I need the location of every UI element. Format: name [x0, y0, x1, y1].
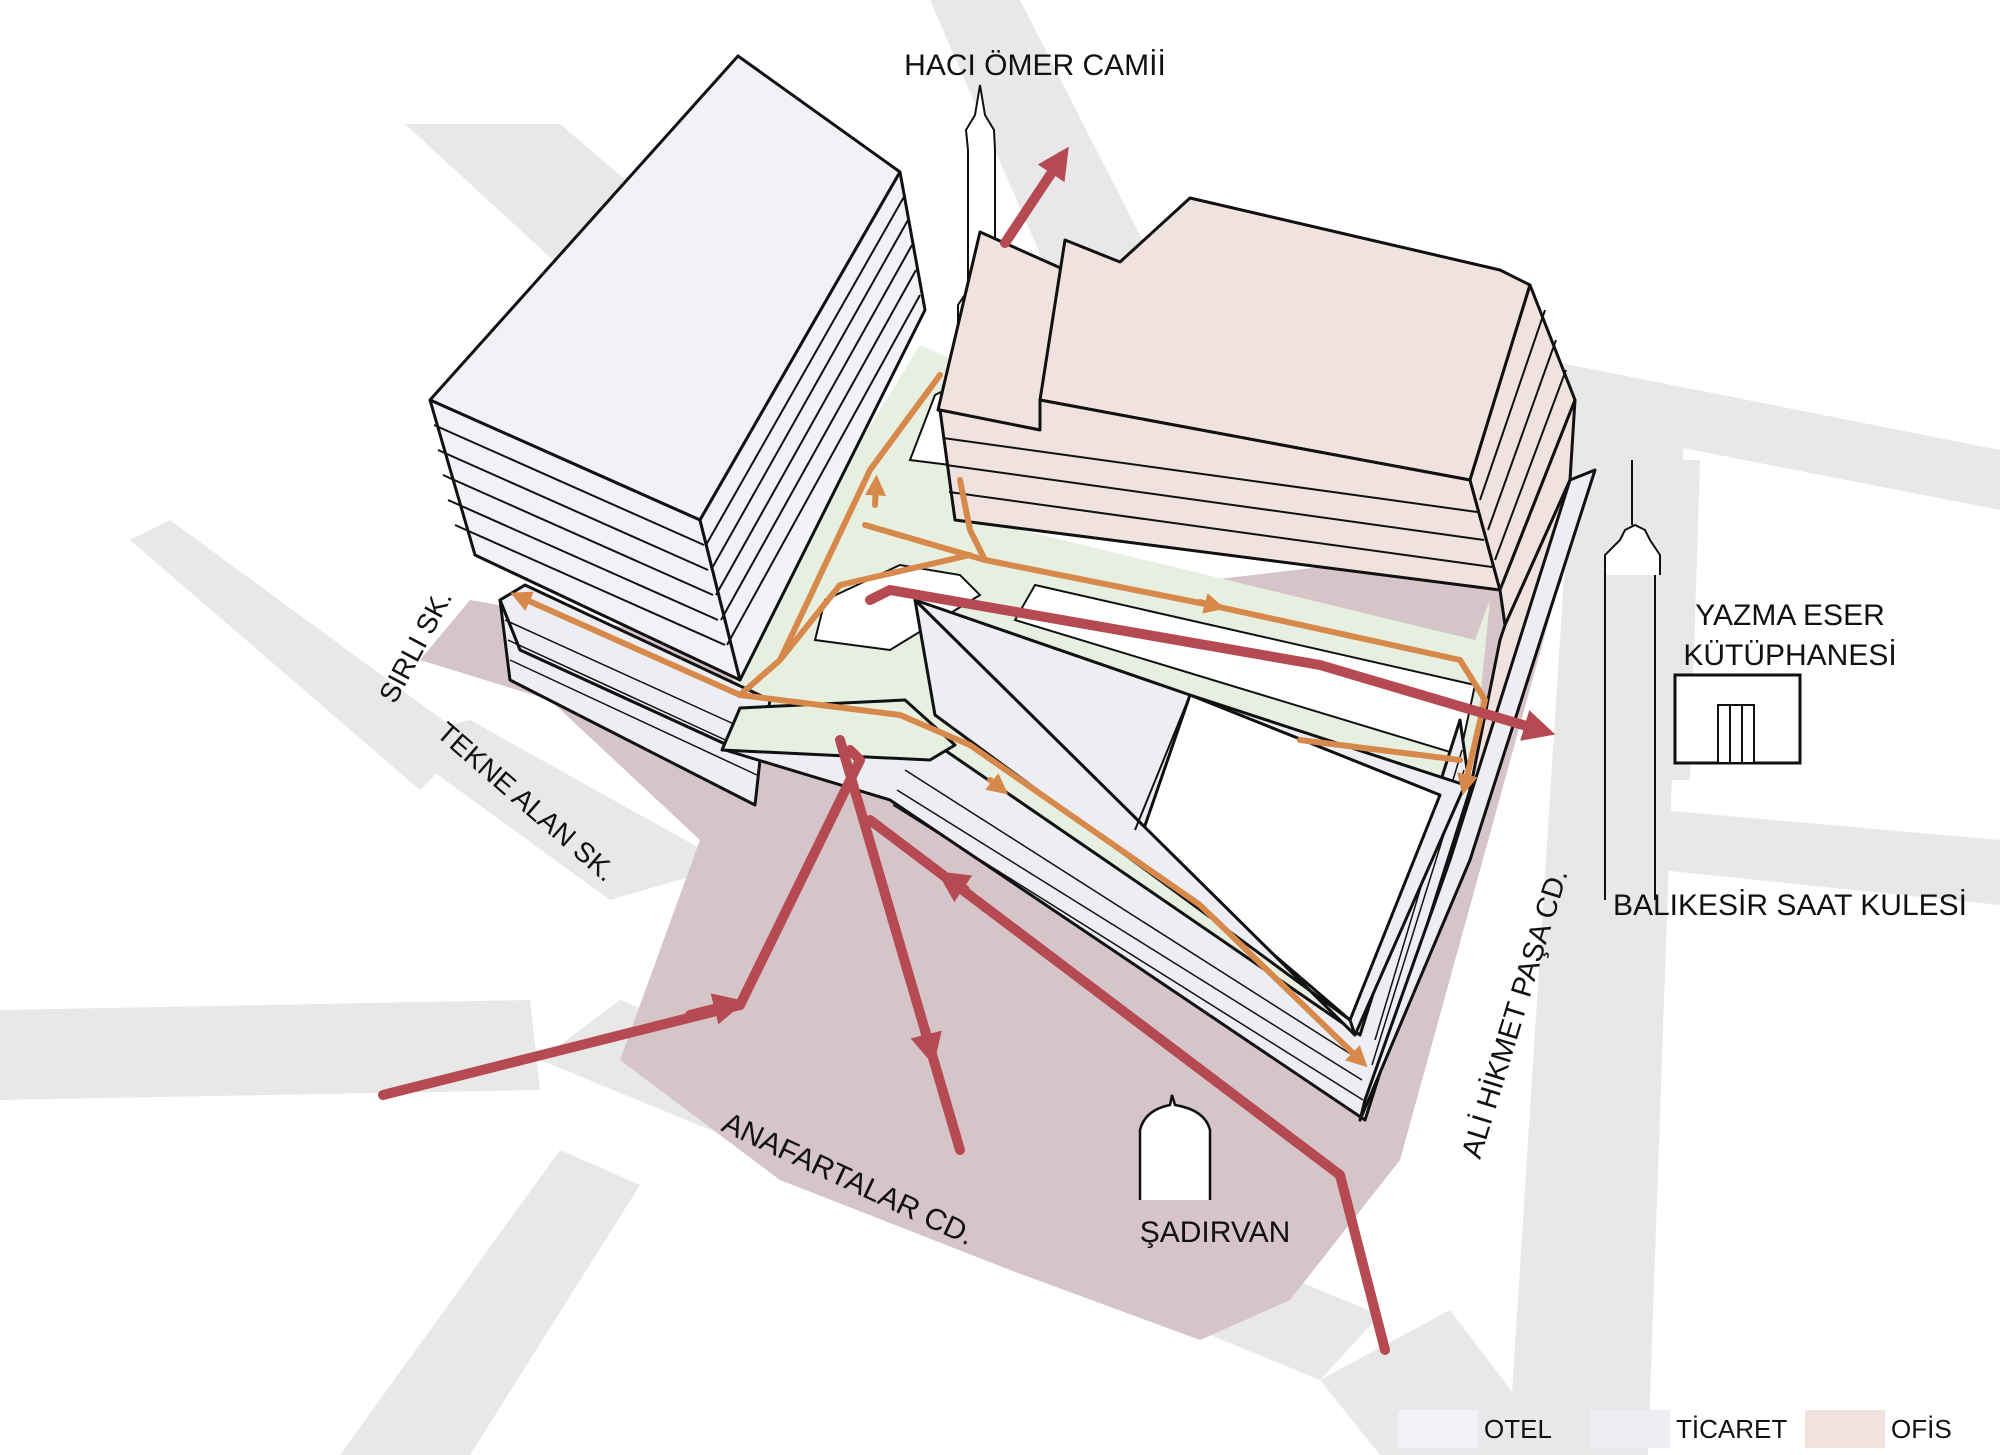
otel-south-facade — [698, 170, 927, 682]
flow-west-entrance — [378, 745, 865, 1100]
label-balikesir-saat-kulesi: BALIKESİR SAAT KULESİ — [1613, 889, 1967, 922]
opening-left — [813, 563, 982, 652]
street-sirli-sk — [130, 520, 470, 790]
flow-south-entry — [835, 735, 965, 1155]
platform-west-side — [498, 598, 762, 807]
street-south — [1320, 1310, 1560, 1455]
label-yazma-eser: YAZMA ESER — [1695, 599, 1885, 632]
legend-otel: OTEL — [1398, 1410, 1552, 1448]
legend-swatch-otel — [1398, 1410, 1478, 1448]
label-kutuphanesi: KÜTÜPHANESİ — [1683, 639, 1896, 672]
inner-path-east — [1207, 602, 1488, 796]
inner-path-branch — [777, 552, 973, 663]
main-flows — [378, 146, 1556, 1355]
otel-tower — [428, 54, 927, 682]
flow-through-courtyard — [865, 585, 1556, 741]
inner-circulation — [510, 372, 1488, 1068]
legend-swatch-ticaret — [1590, 1410, 1670, 1448]
platform-lower — [498, 583, 1472, 1122]
legend-label-otel: OTEL — [1484, 1413, 1552, 1444]
legend-label-ofis: OFİS — [1891, 1413, 1952, 1444]
legend-ticaret: TİCARET — [1590, 1410, 1787, 1448]
inner-path-east-branch — [1297, 737, 1463, 763]
street-south-west — [340, 1150, 640, 1455]
inner-path-west — [510, 591, 743, 698]
street-north — [930, 0, 1150, 300]
legend-swatch-ofis — [1805, 1410, 1885, 1448]
label-sadirvan: ŞADIRVAN — [1140, 1216, 1291, 1249]
street-east-upper — [1520, 355, 2000, 510]
flow-to-mosque — [1000, 146, 1069, 248]
inner-path-main — [737, 692, 1368, 1068]
flow-southeast — [865, 815, 1390, 1355]
label-haci-omer-camii: HACI ÖMER CAMİİ — [904, 49, 1166, 82]
dome-icon — [1138, 1094, 1212, 1200]
inner-path-north — [737, 372, 943, 698]
street-tekne-alan-sk — [390, 720, 730, 900]
street-west-lower — [0, 1000, 540, 1100]
inner-path-link — [957, 477, 988, 563]
legend-label-ticaret: TİCARET — [1676, 1413, 1788, 1444]
street-east-lower — [1660, 810, 2000, 905]
library-icon — [1673, 673, 1802, 765]
clock-tower-icon — [1604, 460, 1661, 900]
legend-ofis: OFİS — [1805, 1410, 1952, 1448]
